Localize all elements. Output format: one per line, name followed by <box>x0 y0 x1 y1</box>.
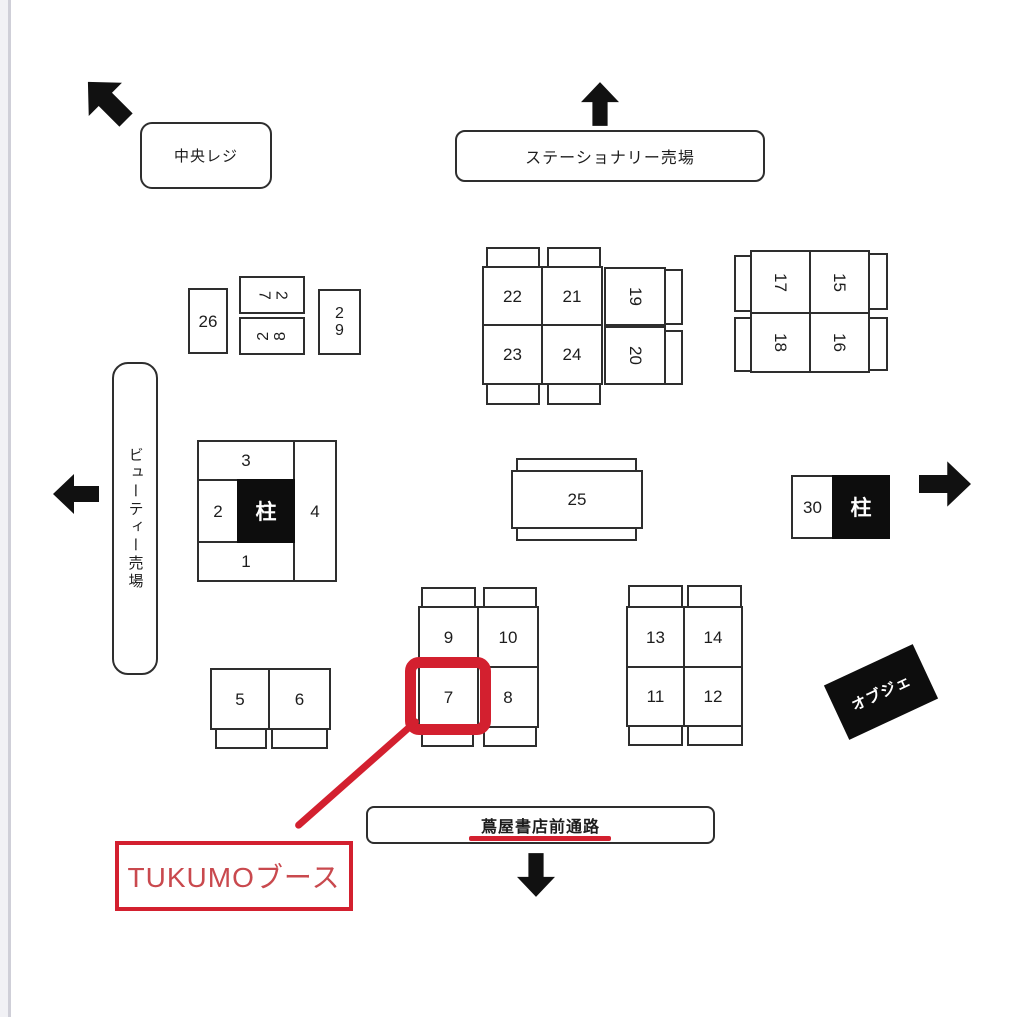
booth-30-label: 30 <box>803 497 822 517</box>
arrow-left-icon <box>53 472 99 516</box>
booth-23-label: 23 <box>503 345 522 364</box>
booth-16-endcap <box>868 317 888 371</box>
booth-11-endcap <box>628 725 683 746</box>
booth-14-endcap <box>687 585 742 608</box>
zone-central-register: 中央レジ <box>140 122 272 189</box>
booth-4-label: 4 <box>310 501 320 521</box>
booth-22-label: 22 <box>503 286 522 306</box>
pillar-right-label: 柱 <box>850 497 872 520</box>
booth-15-endcap <box>868 253 888 310</box>
booth-13-label: 13 <box>646 627 665 647</box>
booth-10-label: 10 <box>498 627 518 647</box>
booth-19-label: 19 <box>625 287 645 306</box>
booth-26-label: 26 <box>198 311 218 331</box>
booth-20-label: 20 <box>625 346 645 365</box>
page-edge-strip <box>0 0 8 1017</box>
booth-16-label: 16 <box>829 333 849 352</box>
booth-13: 13 <box>626 606 685 668</box>
booth-8-endcap <box>483 726 537 747</box>
booth-12: 12 <box>683 666 743 727</box>
booth-14-label: 14 <box>703 627 723 647</box>
booth-10: 10 <box>477 606 539 668</box>
booth-19-endcap <box>664 269 683 325</box>
booth-18-label: 18 <box>770 333 790 352</box>
arrow-right-icon <box>919 457 971 511</box>
zone-beauty: ビューティー売場 <box>112 362 158 675</box>
tukumo-booth-callout: TUKUMOブース <box>115 841 353 911</box>
booth-16: 16 <box>809 312 870 373</box>
booth-25-label: 25 <box>567 490 587 509</box>
arrow-up-left-icon <box>69 63 145 139</box>
page-edge-line <box>8 0 11 1017</box>
zone-stationery-label: ステーショナリー売場 <box>525 150 695 167</box>
booth-24-endcap <box>547 383 601 405</box>
booth-9-label: 9 <box>443 627 454 647</box>
booth-9-endcap <box>421 587 476 608</box>
booth-23-endcap <box>486 383 540 405</box>
booth-8-label: 8 <box>503 687 513 707</box>
booth-7-highlight-marker <box>405 657 491 735</box>
booth-22-endcap <box>486 247 540 268</box>
booth-17-label: 17 <box>770 272 790 292</box>
pillar-center-label: 柱 <box>255 501 277 524</box>
zone-beauty-label: ビューティー売場 <box>126 446 144 591</box>
pillar-right: 柱 <box>832 475 890 539</box>
booth-6-endcap <box>271 728 328 749</box>
booth-20-endcap <box>664 330 683 385</box>
booth-12-label: 12 <box>703 687 723 706</box>
booth-1-label: 1 <box>241 552 251 571</box>
booth-19: 19 <box>604 267 666 326</box>
booth-6-label: 6 <box>294 689 305 709</box>
booth-30: 30 <box>791 475 834 539</box>
booth-11: 11 <box>626 666 685 727</box>
booth-26: 26 <box>188 288 228 354</box>
objet-label: オブジェ <box>848 671 915 715</box>
zone-central-register-label: 中央レジ <box>173 148 238 165</box>
booth-21-label: 21 <box>562 286 582 306</box>
booth-4: 4 <box>293 440 337 582</box>
booth-15-label: 15 <box>829 272 849 292</box>
booth-12-endcap <box>687 725 743 746</box>
booth-24: 24 <box>541 324 603 385</box>
booth-3-label: 3 <box>241 451 251 470</box>
arrow-up-icon <box>581 82 619 126</box>
booth-10-endcap <box>483 587 537 608</box>
booth-25: 25 <box>511 470 643 529</box>
booth-14: 14 <box>683 606 743 668</box>
booth-2-label: 2 <box>213 501 223 521</box>
booth-15: 15 <box>809 250 870 314</box>
booth-21: 21 <box>541 266 603 326</box>
booth-7-label: 7 <box>443 687 454 707</box>
booth-1: 1 <box>197 541 295 582</box>
booth-24-label: 24 <box>562 345 582 364</box>
booth-5-endcap <box>215 728 267 749</box>
zone-stationery: ステーショナリー売場 <box>455 130 765 182</box>
zone-tsutaya-aisle-label: 蔦屋書店前通路 <box>480 819 600 836</box>
booth-18: 18 <box>750 312 811 373</box>
booth-22: 22 <box>482 266 543 326</box>
booth-5-label: 5 <box>235 689 245 709</box>
booth-20: 20 <box>604 326 666 385</box>
pillar-center: 柱 <box>237 479 295 543</box>
booth-21-endcap <box>547 247 601 268</box>
tukumo-booth-label: TUKUMOブース <box>127 862 341 893</box>
aisle-red-underline <box>469 836 611 841</box>
booth-5: 5 <box>210 668 270 730</box>
booth-6: 6 <box>268 668 331 730</box>
booth-2: 2 <box>197 479 239 543</box>
booth-3: 3 <box>197 440 295 481</box>
booth-17: 17 <box>750 250 811 314</box>
booth-11-label: 11 <box>646 687 665 706</box>
arrow-down-icon <box>517 852 555 898</box>
booth-23: 23 <box>482 324 543 385</box>
booth-13-endcap <box>628 585 683 608</box>
objet-block: オブジェ <box>823 644 939 740</box>
